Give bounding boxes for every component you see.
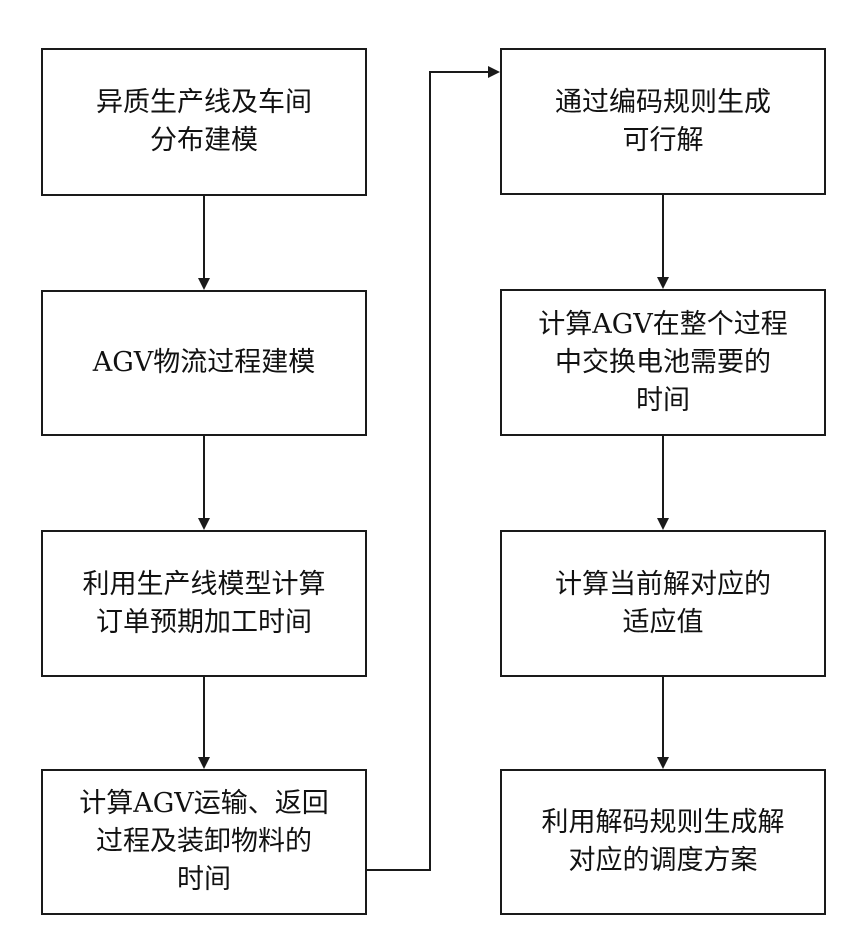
step-line: 时间 [636,382,690,420]
step-line: 对应的调度方案 [569,842,758,880]
step-line: 利用生产线模型计算 [83,566,326,604]
step-line: 分布建模 [150,122,258,160]
step-order-processing-time: 利用生产线模型计算 订单预期加工时间 [41,530,367,677]
step-line: 利用解码规则生成解 [542,804,785,842]
step-line: 中交换电池需要的 [555,344,771,382]
step-line: AGV物流过程建模 [93,344,316,382]
step-line: 计算AGV在整个过程 [538,306,788,344]
step-line: 时间 [177,861,231,899]
step-line: 过程及装卸物料的 [96,823,312,861]
step-fitness-value: 计算当前解对应的 适应值 [500,530,826,677]
flow-arrow [367,72,498,870]
step-heterogeneous-line-modeling: 异质生产线及车间 分布建模 [41,48,367,196]
step-line: 适应值 [623,604,704,642]
step-decode-schedule: 利用解码规则生成解 对应的调度方案 [500,769,826,915]
step-line: 计算AGV运输、返回 [79,785,329,823]
step-line: 异质生产线及车间 [96,84,312,122]
step-agv-transport-time: 计算AGV运输、返回 过程及装卸物料的 时间 [41,769,367,915]
step-line: 订单预期加工时间 [96,604,312,642]
step-agv-logistics-modeling: AGV物流过程建模 [41,290,367,436]
step-line: 计算当前解对应的 [555,566,771,604]
step-encode-feasible-solution: 通过编码规则生成 可行解 [500,48,826,195]
step-battery-swap-time: 计算AGV在整个过程 中交换电池需要的 时间 [500,289,826,436]
step-line: 通过编码规则生成 [555,84,771,122]
step-line: 可行解 [623,122,704,160]
